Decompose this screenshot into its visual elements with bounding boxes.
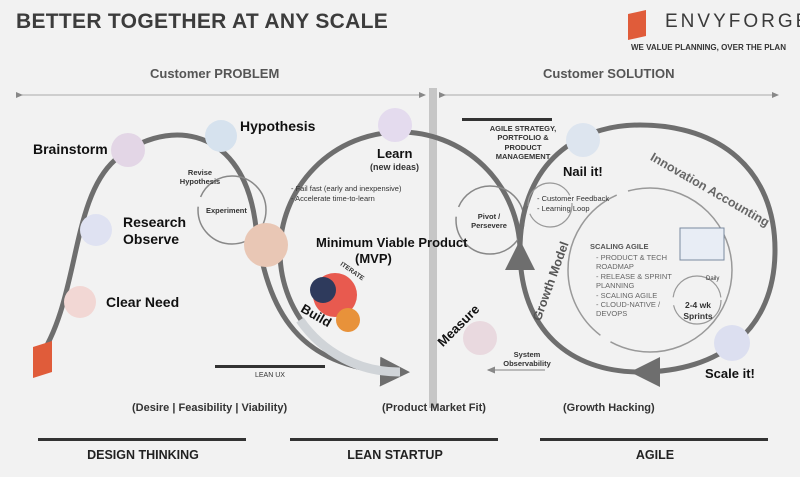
footer-lean-startup: LEAN STARTUP	[347, 448, 443, 462]
nail-it-icon	[566, 123, 600, 157]
label-accelerate: - Accelerate time-to-learn	[291, 194, 375, 203]
scaling-item-6: - CLOUD-NATIVE /	[596, 299, 661, 309]
strategy-line-3: PRODUCT	[504, 142, 542, 152]
label-nail-it: Nail it!	[563, 164, 603, 179]
label-feedback: - Customer Feedback	[537, 194, 610, 203]
section-problem: Customer PROBLEM	[150, 66, 280, 81]
revise-line-1: Revise	[187, 168, 213, 177]
label-mvp-abbr: (MVP)	[355, 251, 392, 266]
label-learning-loop: - Learning Loop	[537, 204, 590, 213]
page-title: BETTER TOGETHER AT ANY SCALE	[16, 10, 389, 33]
scaling-item-5: - SCALING AGILE	[596, 290, 658, 300]
label-pmf: (Product Market Fit)	[382, 402, 486, 414]
label-fail-fast: - Fail fast (early and inexpensive)	[291, 184, 402, 193]
sprint-loop	[672, 275, 722, 325]
clear-need-icon	[64, 286, 96, 318]
lean-ux-bar	[215, 365, 325, 368]
footer-design-thinking: DESIGN THINKING	[87, 448, 199, 462]
label-scaling-title: SCALING AGILE	[590, 242, 649, 251]
measure-icon	[463, 321, 497, 355]
research-icon	[80, 214, 112, 246]
label-mvp: Minimum Viable Product	[316, 235, 468, 250]
iterate-navy-circle	[310, 277, 336, 303]
label-sprints: 2-4 wk Sprints	[680, 300, 716, 321]
strategy-line-4: MANAGEMENT	[495, 152, 551, 162]
pivot-line-1: Pivot /	[477, 212, 501, 221]
header-logo-mark	[628, 10, 646, 40]
pivot-line-2: Persevere	[471, 221, 507, 231]
label-brainstorm: Brainstorm	[33, 141, 108, 157]
brand-logo-mark	[33, 341, 52, 378]
label-criteria: (Desire | Feasibility | Viability)	[132, 402, 288, 414]
experiment-loop	[197, 175, 267, 245]
footer-agile: AGILE	[635, 448, 675, 462]
label-daily: Daily	[706, 276, 720, 282]
feedback-loop	[527, 182, 573, 228]
footer-bar-dt	[38, 438, 246, 441]
section-solution: Customer SOLUTION	[543, 66, 675, 81]
label-new-ideas: (new ideas)	[370, 162, 420, 172]
footer-bar-ls	[290, 438, 498, 441]
system-line-2: Observability	[503, 359, 551, 369]
label-system: System Observability	[498, 350, 556, 369]
label-lean-ux: LEAN UX	[255, 372, 285, 379]
label-scale-it: Scale it!	[705, 366, 755, 381]
experiment-icon	[244, 223, 288, 267]
label-learn: Learn	[377, 146, 413, 161]
build-band	[296, 317, 401, 377]
label-observe: Observe	[123, 231, 180, 247]
scale-it-icon	[714, 325, 750, 361]
scaling-item-4: PLANNING	[596, 281, 635, 291]
learn-icon	[378, 108, 412, 142]
label-hypothesis: Hypothesis	[240, 118, 316, 134]
growth-return	[505, 240, 641, 375]
scaling-item-3: - RELEASE & SPRINT	[596, 271, 672, 281]
roadmap-icon	[679, 227, 725, 261]
sprints-line-2: Sprints	[683, 310, 713, 321]
center-divider	[429, 88, 437, 408]
scaling-item-7: DEVOPS	[596, 309, 628, 319]
label-growth-hacking: (Growth Hacking)	[563, 402, 655, 414]
scaling-items: - PRODUCT & TECH ROADMAP - RELEASE & SPR…	[596, 253, 672, 319]
iterate-orange-circle	[336, 308, 360, 332]
sprints-line-1: 2-4 wk	[685, 300, 711, 310]
label-pivot: Pivot / Persevere	[466, 212, 512, 231]
label-clear-need: Clear Need	[106, 294, 180, 310]
label-revise: Revise Hypothesis	[176, 168, 224, 187]
strategy-line-2: PORTFOLIO &	[497, 133, 549, 143]
label-strategy: AGILE STRATEGY, PORTFOLIO & PRODUCT MANA…	[478, 124, 568, 162]
scaling-item-1: - PRODUCT & TECH	[596, 253, 667, 262]
hypothesis-icon	[205, 120, 237, 152]
label-experiment: Experiment	[206, 206, 247, 215]
footer-bar-agile	[540, 438, 768, 441]
scaling-item-2: ROADMAP	[596, 262, 634, 272]
system-line-1: System	[513, 350, 541, 359]
brainstorm-icon	[111, 133, 145, 167]
scaling-loop	[567, 187, 733, 353]
design-thinking-curve	[35, 132, 410, 387]
tagline: WE VALUE PLANNING, OVER THE PLAN	[631, 43, 786, 52]
label-research: Research	[123, 214, 187, 230]
revise-line-2: Hypothesis	[179, 177, 221, 187]
strategy-line-1: AGILE STRATEGY,	[489, 124, 557, 133]
brand-name: ENVYFORGE	[665, 11, 800, 32]
strategy-bar	[462, 118, 552, 121]
